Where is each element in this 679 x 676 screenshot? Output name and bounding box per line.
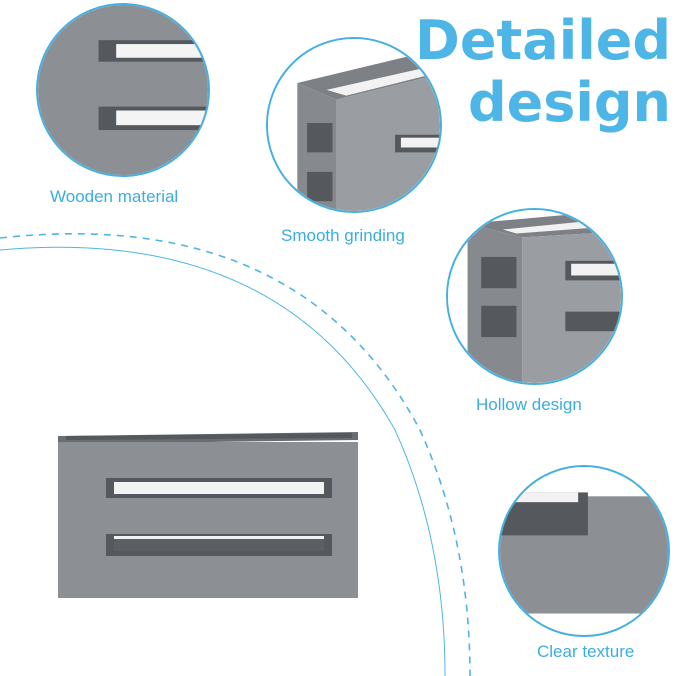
wooden-slot-closeup-image (38, 5, 208, 175)
detail-circle-hollow-design (446, 208, 623, 385)
caption-hollow-design: Hollow design (476, 395, 582, 414)
caption-smooth-grinding: Smooth grinding (281, 226, 405, 245)
corner-closeup-image (268, 39, 440, 211)
detail-circle-smooth-grinding (266, 37, 442, 213)
texture-closeup-image (500, 467, 668, 635)
detail-circle-clear-texture (498, 465, 670, 637)
hollow-side-closeup-image (448, 210, 621, 383)
detail-circle-wooden-material (36, 3, 210, 177)
headline: Detailed design (415, 10, 671, 134)
caption-clear-texture: Clear texture (537, 642, 635, 661)
headline-line2: design (467, 71, 671, 134)
headline-line1: Detailed (415, 9, 671, 72)
gray-wooden-crate-image (58, 432, 358, 598)
caption-wooden-material: Wooden material (50, 187, 179, 206)
